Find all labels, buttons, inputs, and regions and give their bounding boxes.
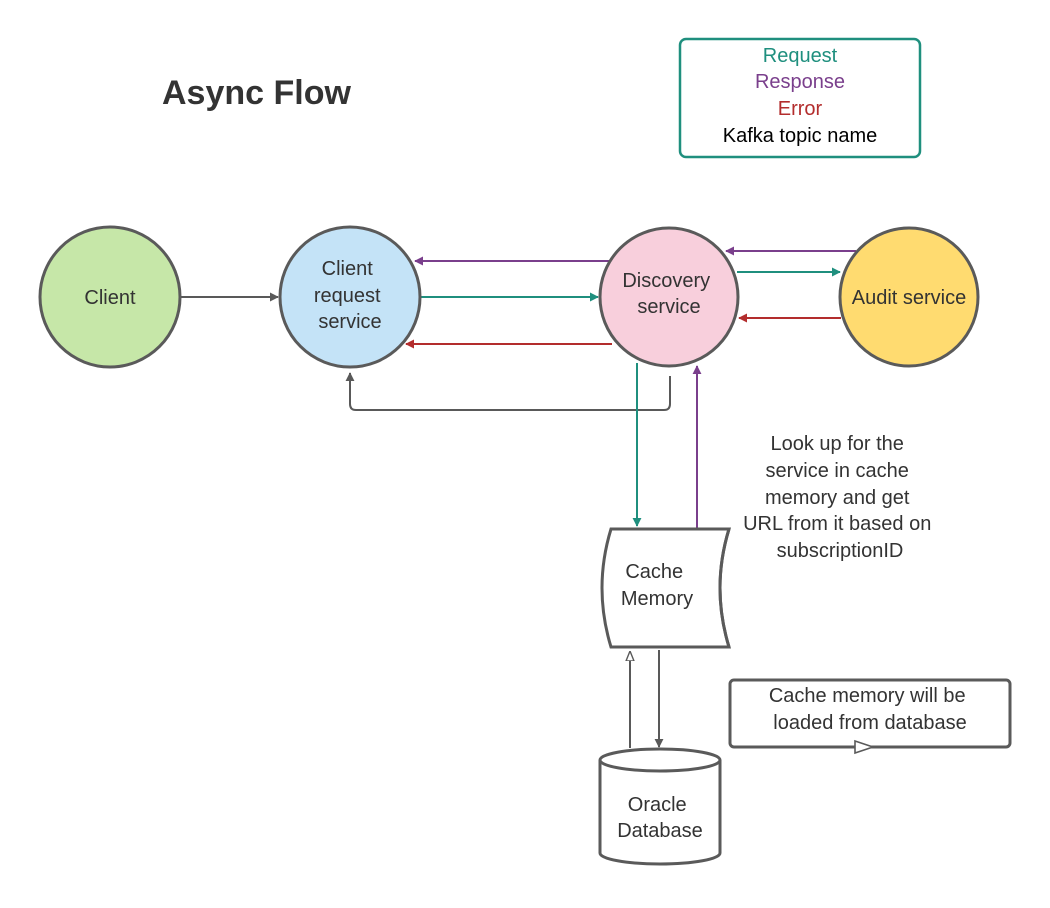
crs-circle bbox=[278, 225, 422, 369]
cache-loaded-note: Cache memory will be loaded from databas… bbox=[728, 678, 1012, 755]
db-label: Oracle Database bbox=[617, 794, 703, 842]
edge-discovery-loop-to-crs bbox=[345, 372, 671, 411]
discovery-label: Discovery service bbox=[622, 270, 715, 318]
node-discovery-service[interactable]: Discovery service bbox=[598, 226, 740, 368]
db-body bbox=[598, 760, 722, 866]
audit-label: Audit service bbox=[852, 287, 967, 309]
cache-loaded-text: Cache memory will be loaded from databas… bbox=[769, 685, 971, 734]
legend-box bbox=[678, 37, 922, 159]
node-client-request-service[interactable]: Client request service bbox=[278, 225, 422, 369]
connectors bbox=[181, 246, 856, 748]
node-audit-service[interactable]: Audit service bbox=[838, 226, 980, 368]
crs-label: Client request service bbox=[314, 258, 386, 333]
legend-request: Request bbox=[763, 45, 838, 67]
client-label: Client bbox=[84, 287, 136, 309]
legend-error: Error bbox=[778, 98, 823, 120]
discovery-circle bbox=[598, 226, 740, 368]
cache-loaded-pointer bbox=[854, 739, 876, 755]
db-top bbox=[598, 747, 722, 773]
cache-label: Cache Memory bbox=[621, 561, 693, 610]
lookup-note: Look up for the service in cache memory … bbox=[743, 433, 937, 562]
client-circle bbox=[38, 225, 182, 369]
legend: Request Response Error Kafka topic name bbox=[678, 37, 922, 159]
audit-circle bbox=[838, 226, 980, 368]
legend-kafka-topic: Kafka topic name bbox=[723, 125, 878, 147]
node-client[interactable]: Client bbox=[38, 225, 182, 369]
page-title: Async Flow bbox=[162, 74, 351, 112]
legend-response: Response bbox=[755, 71, 845, 93]
cache-shape-edge bbox=[718, 528, 731, 648]
node-cache-memory[interactable]: Cache Memory bbox=[600, 527, 732, 649]
node-oracle-database[interactable]: Oracle Database bbox=[598, 747, 722, 866]
